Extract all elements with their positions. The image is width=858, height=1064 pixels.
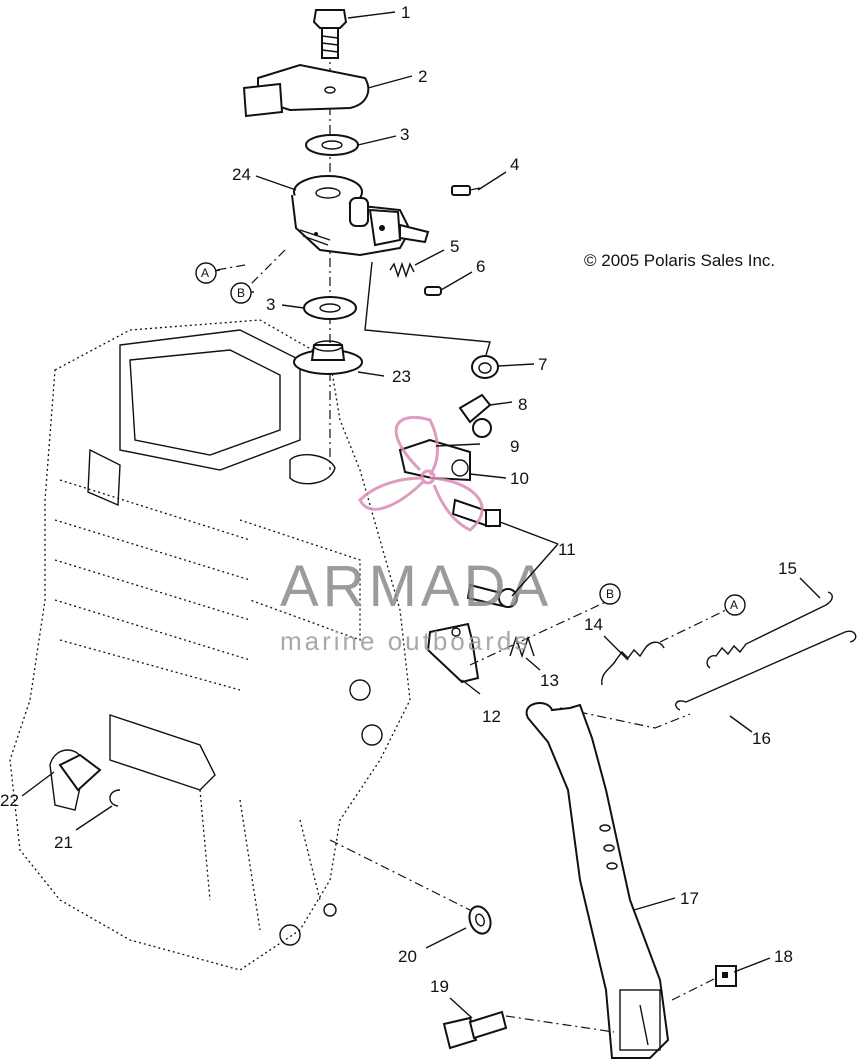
callout-18: 18 [774,947,793,966]
copyright-notice: © 2005 Polaris Sales Inc. [584,251,775,270]
callout-24: 24 [232,165,251,184]
callout-10: 10 [510,469,529,488]
part-clip-21 [109,789,121,807]
callout-5: 5 [450,237,459,256]
callout-labels: 1 2 3 4 5 6 3 7 8 9 10 11 12 13 14 15 16… [0,3,797,996]
svg-text:A: A [201,266,209,280]
part-bolt-1 [312,9,348,59]
part-bolt-19 [442,1010,508,1050]
part-rod-15 [706,591,833,669]
callout-15: 15 [778,559,797,578]
part-washer-3-lower [303,296,357,320]
callout-3a: 3 [400,125,409,144]
callout-8: 8 [518,395,527,414]
part-spring-13 [509,635,535,659]
callout-21: 21 [54,833,73,852]
part-bracket-24 [291,175,430,257]
svg-text:B: B [237,286,245,300]
part-washer-23 [293,340,363,375]
part-washer-20 [468,905,492,935]
circled-ref-b-left: B [230,282,252,304]
circled-ref-b-right: B [599,583,621,605]
callout-22: 22 [0,791,19,810]
watermark-tagline: marine outboards [280,626,530,656]
part-washer-3-upper [305,134,359,156]
circled-ref-a-left: A [195,262,217,284]
part-bolt-11 [466,583,518,608]
callout-11: 11 [558,540,576,559]
part-bushing-7 [471,355,499,379]
callout-4: 4 [510,155,519,174]
callout-19: 19 [430,977,449,996]
svg-text:B: B [606,587,614,601]
callout-12: 12 [482,707,501,726]
callout-9: 9 [510,437,519,456]
part-pin-6 [424,286,442,296]
part-rod-16 [675,630,857,711]
callout-2: 2 [418,67,427,86]
part-bracket-12 [426,622,480,684]
leader-lines [21,11,821,1019]
callout-7: 7 [538,355,547,374]
part-screw-4 [451,185,481,196]
svg-text:A: A [730,598,738,612]
part-clip-18 [715,965,737,987]
part-plate-2 [242,63,370,118]
engine-block [9,319,411,971]
callout-20: 20 [398,947,417,966]
watermark-brand: ARMADA [280,554,552,619]
callout-13: 13 [540,671,559,690]
part-bolt-8 [458,393,492,438]
callout-1: 1 [401,3,410,22]
part-lever-17 [525,702,670,1059]
part-spring-5 [389,261,415,279]
callout-14: 14 [584,615,603,634]
circled-ref-a-right: A [724,594,746,616]
watermark: ARMADA marine outboards [280,415,552,656]
callout-23: 23 [392,367,411,386]
callout-3b: 3 [266,295,275,314]
callout-17: 17 [680,889,699,908]
callout-16: 16 [752,729,771,748]
part-spring-14 [601,641,665,686]
part-crank-22 [58,753,102,792]
callout-6: 6 [476,257,485,276]
